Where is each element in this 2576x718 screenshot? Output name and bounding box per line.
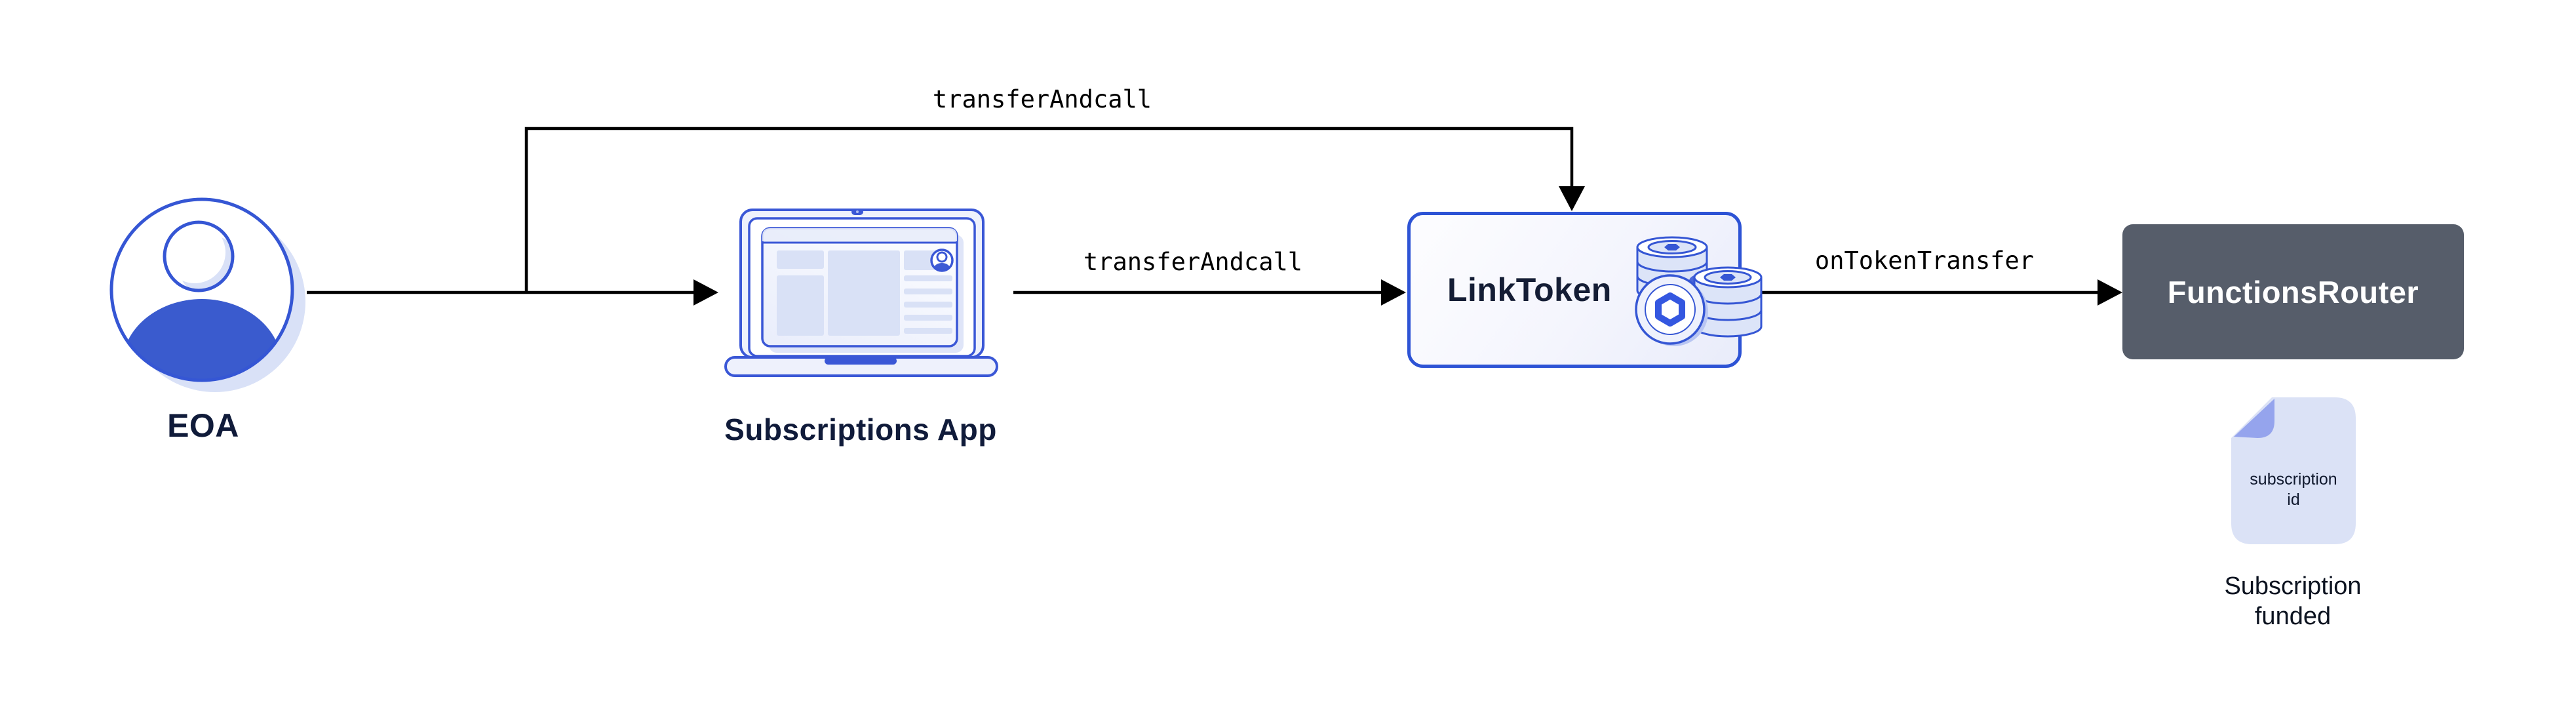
edge-label-transferandcall-mid: transferAndcall bbox=[1083, 248, 1303, 276]
eoa-node-label: EOA bbox=[167, 407, 239, 444]
app-main-block bbox=[828, 250, 900, 336]
functionsrouter-node-label: FunctionsRouter bbox=[2167, 274, 2419, 309]
document-folded-corner-icon bbox=[2231, 397, 2356, 544]
eoa-user-icon bbox=[109, 197, 305, 392]
subscription-funded-caption: Subscription funded bbox=[2195, 571, 2391, 631]
subscription-funded-line2: funded bbox=[2254, 603, 2332, 630]
app-user-avatar-icon bbox=[930, 249, 954, 272]
arrow-branch-top bbox=[524, 127, 1574, 292]
chainlink-hexagon-logo bbox=[1655, 292, 1685, 327]
laptop-browser-icon bbox=[724, 209, 998, 377]
subscriptions-app-node-label: Subscriptions App bbox=[724, 412, 997, 447]
app-sidebar-block bbox=[777, 250, 824, 269]
app-text-line bbox=[904, 315, 952, 321]
app-text-line bbox=[904, 302, 952, 308]
arrowhead-into-router bbox=[2098, 279, 2122, 306]
subscription-id-text: subscription id bbox=[2231, 469, 2356, 510]
arrowhead-into-linktoken bbox=[1381, 279, 1406, 306]
app-sidebar-block bbox=[777, 275, 824, 336]
arrowhead-into-app bbox=[693, 279, 718, 306]
subscription-id-line2: id bbox=[2287, 490, 2300, 509]
app-widget-block bbox=[904, 250, 938, 270]
subscription-funded-line1: Subscription bbox=[2224, 572, 2362, 600]
arrowhead-into-linktoken-top bbox=[1559, 186, 1585, 211]
functionsrouter-node: FunctionsRouter bbox=[2122, 224, 2464, 359]
app-text-line bbox=[904, 289, 952, 294]
app-text-line bbox=[904, 328, 952, 334]
linktoken-node-label: LinkToken bbox=[1447, 271, 1612, 308]
document-fold bbox=[2234, 399, 2274, 438]
subscription-id-line1: subscription bbox=[2250, 470, 2337, 489]
laptop-base-notch bbox=[825, 357, 897, 365]
edge-label-ontokentransfer: onTokenTransfer bbox=[1814, 247, 2035, 275]
edge-label-transferandcall-top: transferAndcall bbox=[932, 85, 1152, 113]
coin-stack-chainlink-icon bbox=[1635, 236, 1763, 346]
app-text-line bbox=[904, 275, 952, 281]
